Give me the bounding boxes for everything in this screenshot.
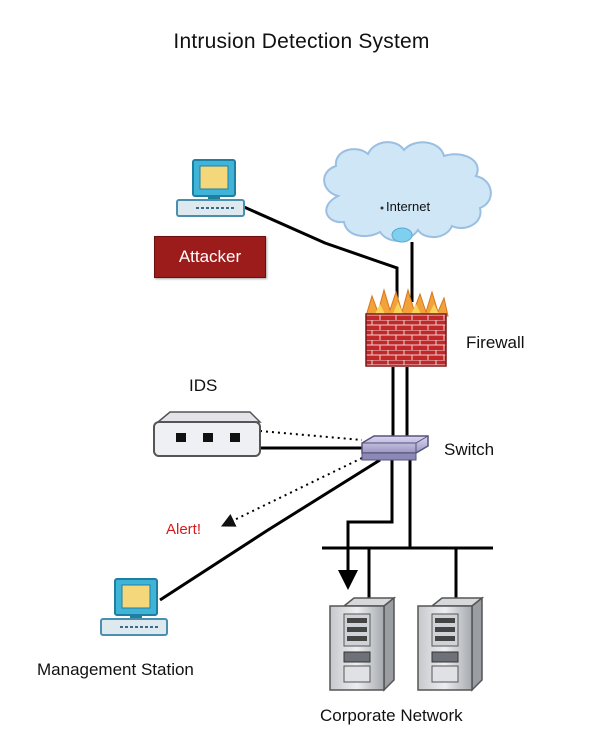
cloud-icon xyxy=(323,141,492,243)
alert-label: Alert! xyxy=(166,521,202,538)
alert-line xyxy=(220,457,363,527)
monitor-links xyxy=(220,430,363,527)
attacker-label: Attacker xyxy=(178,247,242,266)
corporate-network-label: Corporate Network xyxy=(320,706,463,725)
switch-label: Switch xyxy=(444,440,495,459)
switch-icon xyxy=(361,435,429,461)
computer-icon xyxy=(100,578,168,636)
server-icon xyxy=(329,596,397,692)
attacker-badge: Attacker xyxy=(154,236,266,278)
attacker-link xyxy=(243,205,399,302)
diagram-title: Intrusion Detection System xyxy=(173,30,430,53)
ids-monitor-line xyxy=(259,430,363,441)
ids-device-icon xyxy=(153,411,262,457)
network-links xyxy=(159,205,493,602)
ids-label: IDS xyxy=(189,376,218,395)
computer-icon xyxy=(176,159,245,217)
server-icon xyxy=(417,596,485,692)
firewall-label: Firewall xyxy=(466,333,525,352)
firewall-icon xyxy=(365,288,449,367)
traffic-path xyxy=(346,460,394,584)
internet-label: Internet xyxy=(386,199,430,214)
management-link xyxy=(159,458,381,602)
traffic-arrowhead xyxy=(338,570,358,590)
management-station-label: Management Station xyxy=(37,660,194,679)
